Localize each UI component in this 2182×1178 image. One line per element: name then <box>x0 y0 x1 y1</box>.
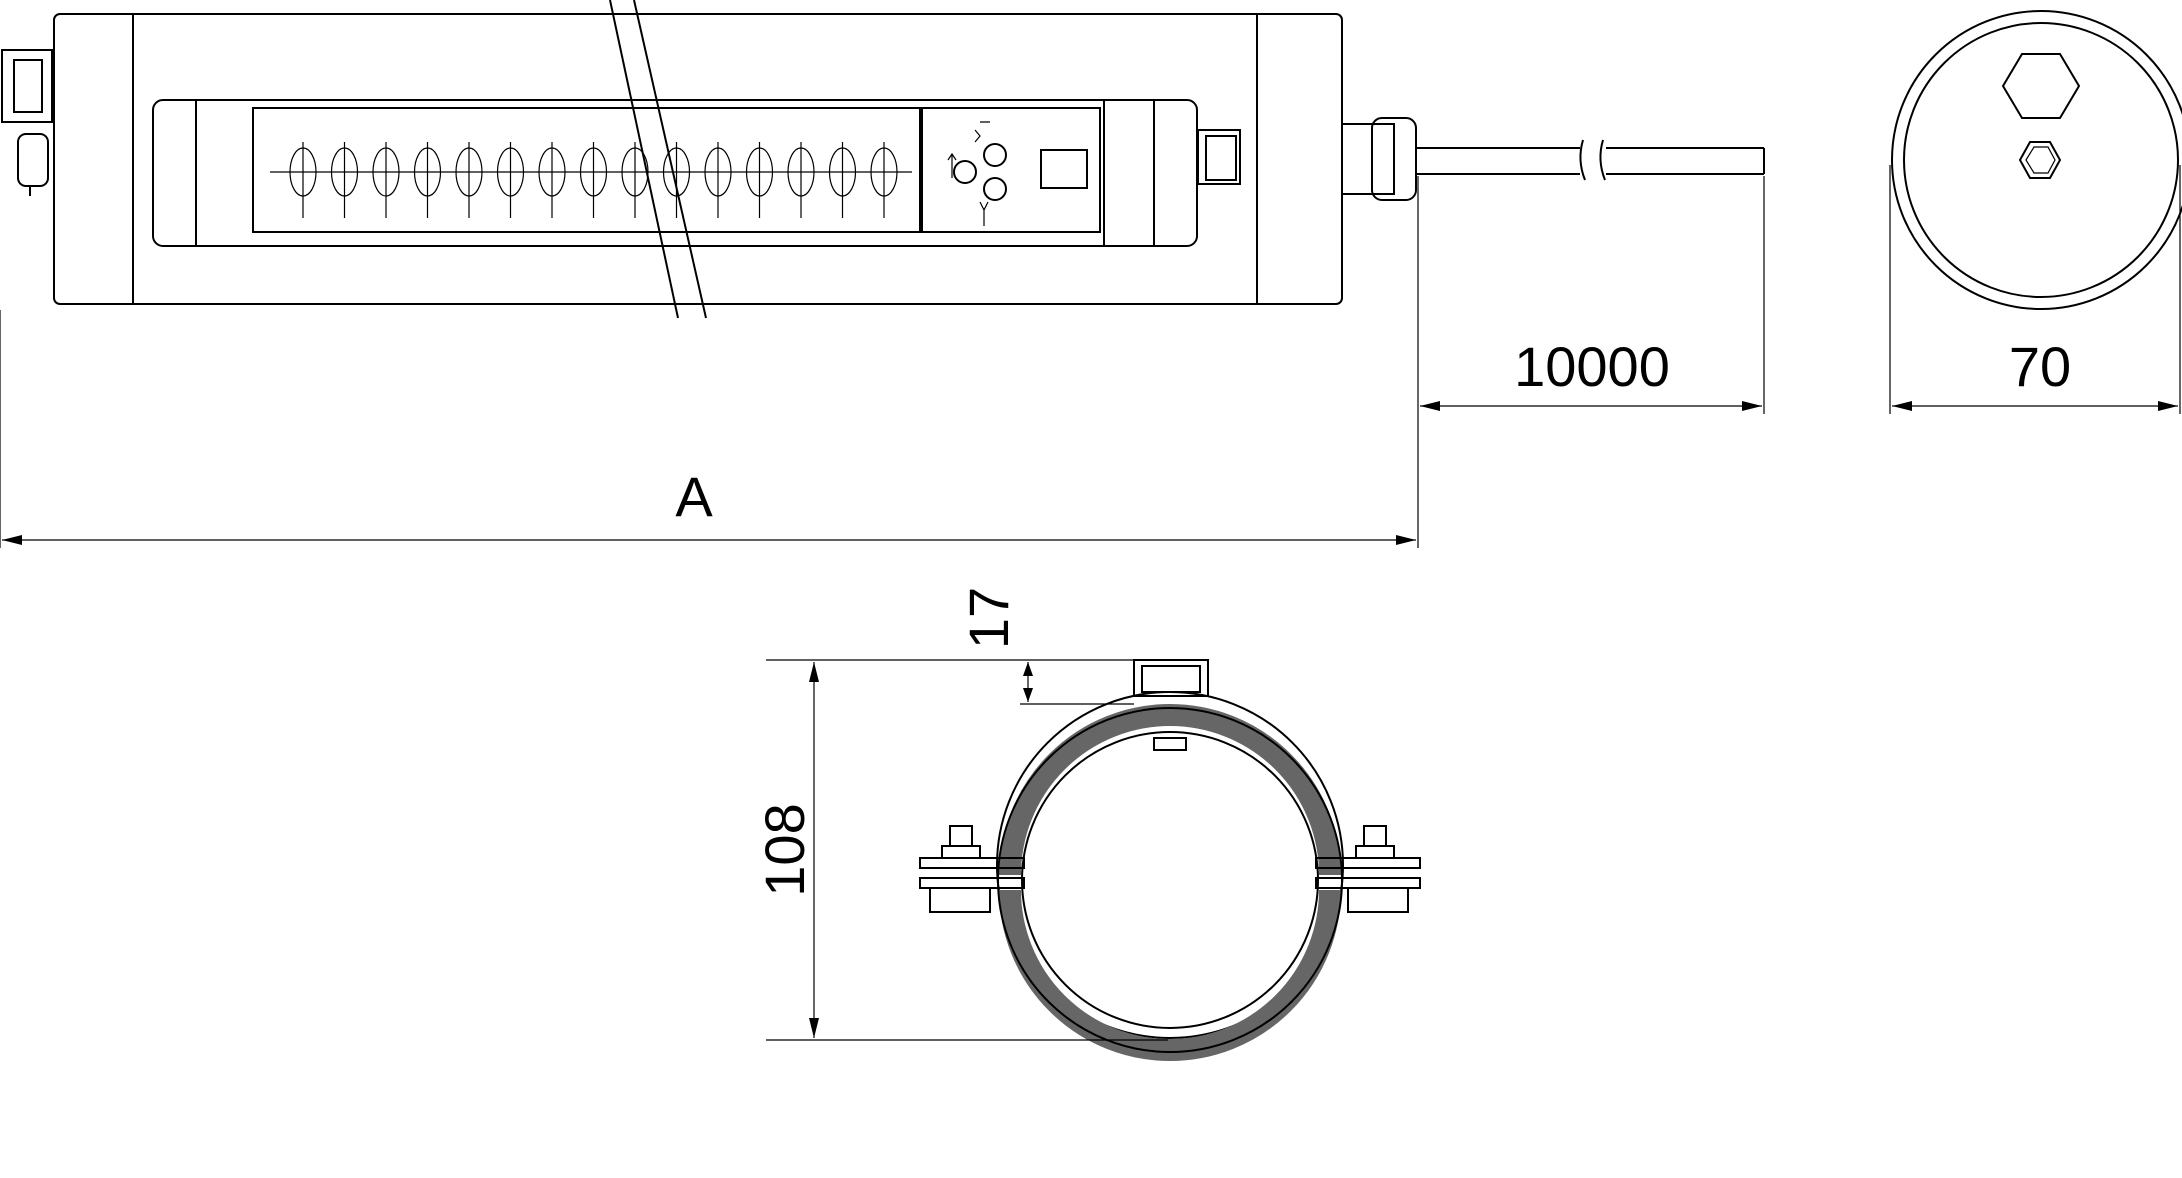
hex-nut-small <box>2018 141 2062 179</box>
dimension-a: A <box>0 176 1419 548</box>
dimension-cable-label: 10000 <box>1514 335 1670 398</box>
right-connector <box>1197 129 1241 185</box>
dimension-a-label: A <box>675 465 713 528</box>
clamp-gasket-bottom <box>999 889 1341 1061</box>
dimension-nut-height-label: 17 <box>957 587 1020 649</box>
left-screw <box>17 133 49 187</box>
led-row <box>289 142 898 218</box>
tube-body <box>53 13 1343 305</box>
luminaire-side-view <box>1 0 1765 319</box>
cable-gland <box>1341 123 1395 195</box>
clamp-gasket-top <box>999 704 1341 876</box>
hex-nut-large <box>2001 53 2081 119</box>
left-bracket <box>1 49 53 123</box>
break-line <box>609 0 679 319</box>
clamp-ring <box>996 691 1344 1039</box>
end-outer-circle <box>1891 10 2182 310</box>
led-strip <box>252 107 921 233</box>
luminaire-end-view: 70 <box>1889 10 2182 414</box>
clamp-top-nut <box>1133 659 1209 697</box>
pipe-clamp: 108 17 <box>753 587 1421 1061</box>
control-module <box>921 107 1101 233</box>
dimension-clamp-height-label: 108 <box>753 803 816 896</box>
dimension-cable: 10000 <box>1420 176 1765 414</box>
dimension-diameter-label: 70 <box>2009 335 2071 398</box>
